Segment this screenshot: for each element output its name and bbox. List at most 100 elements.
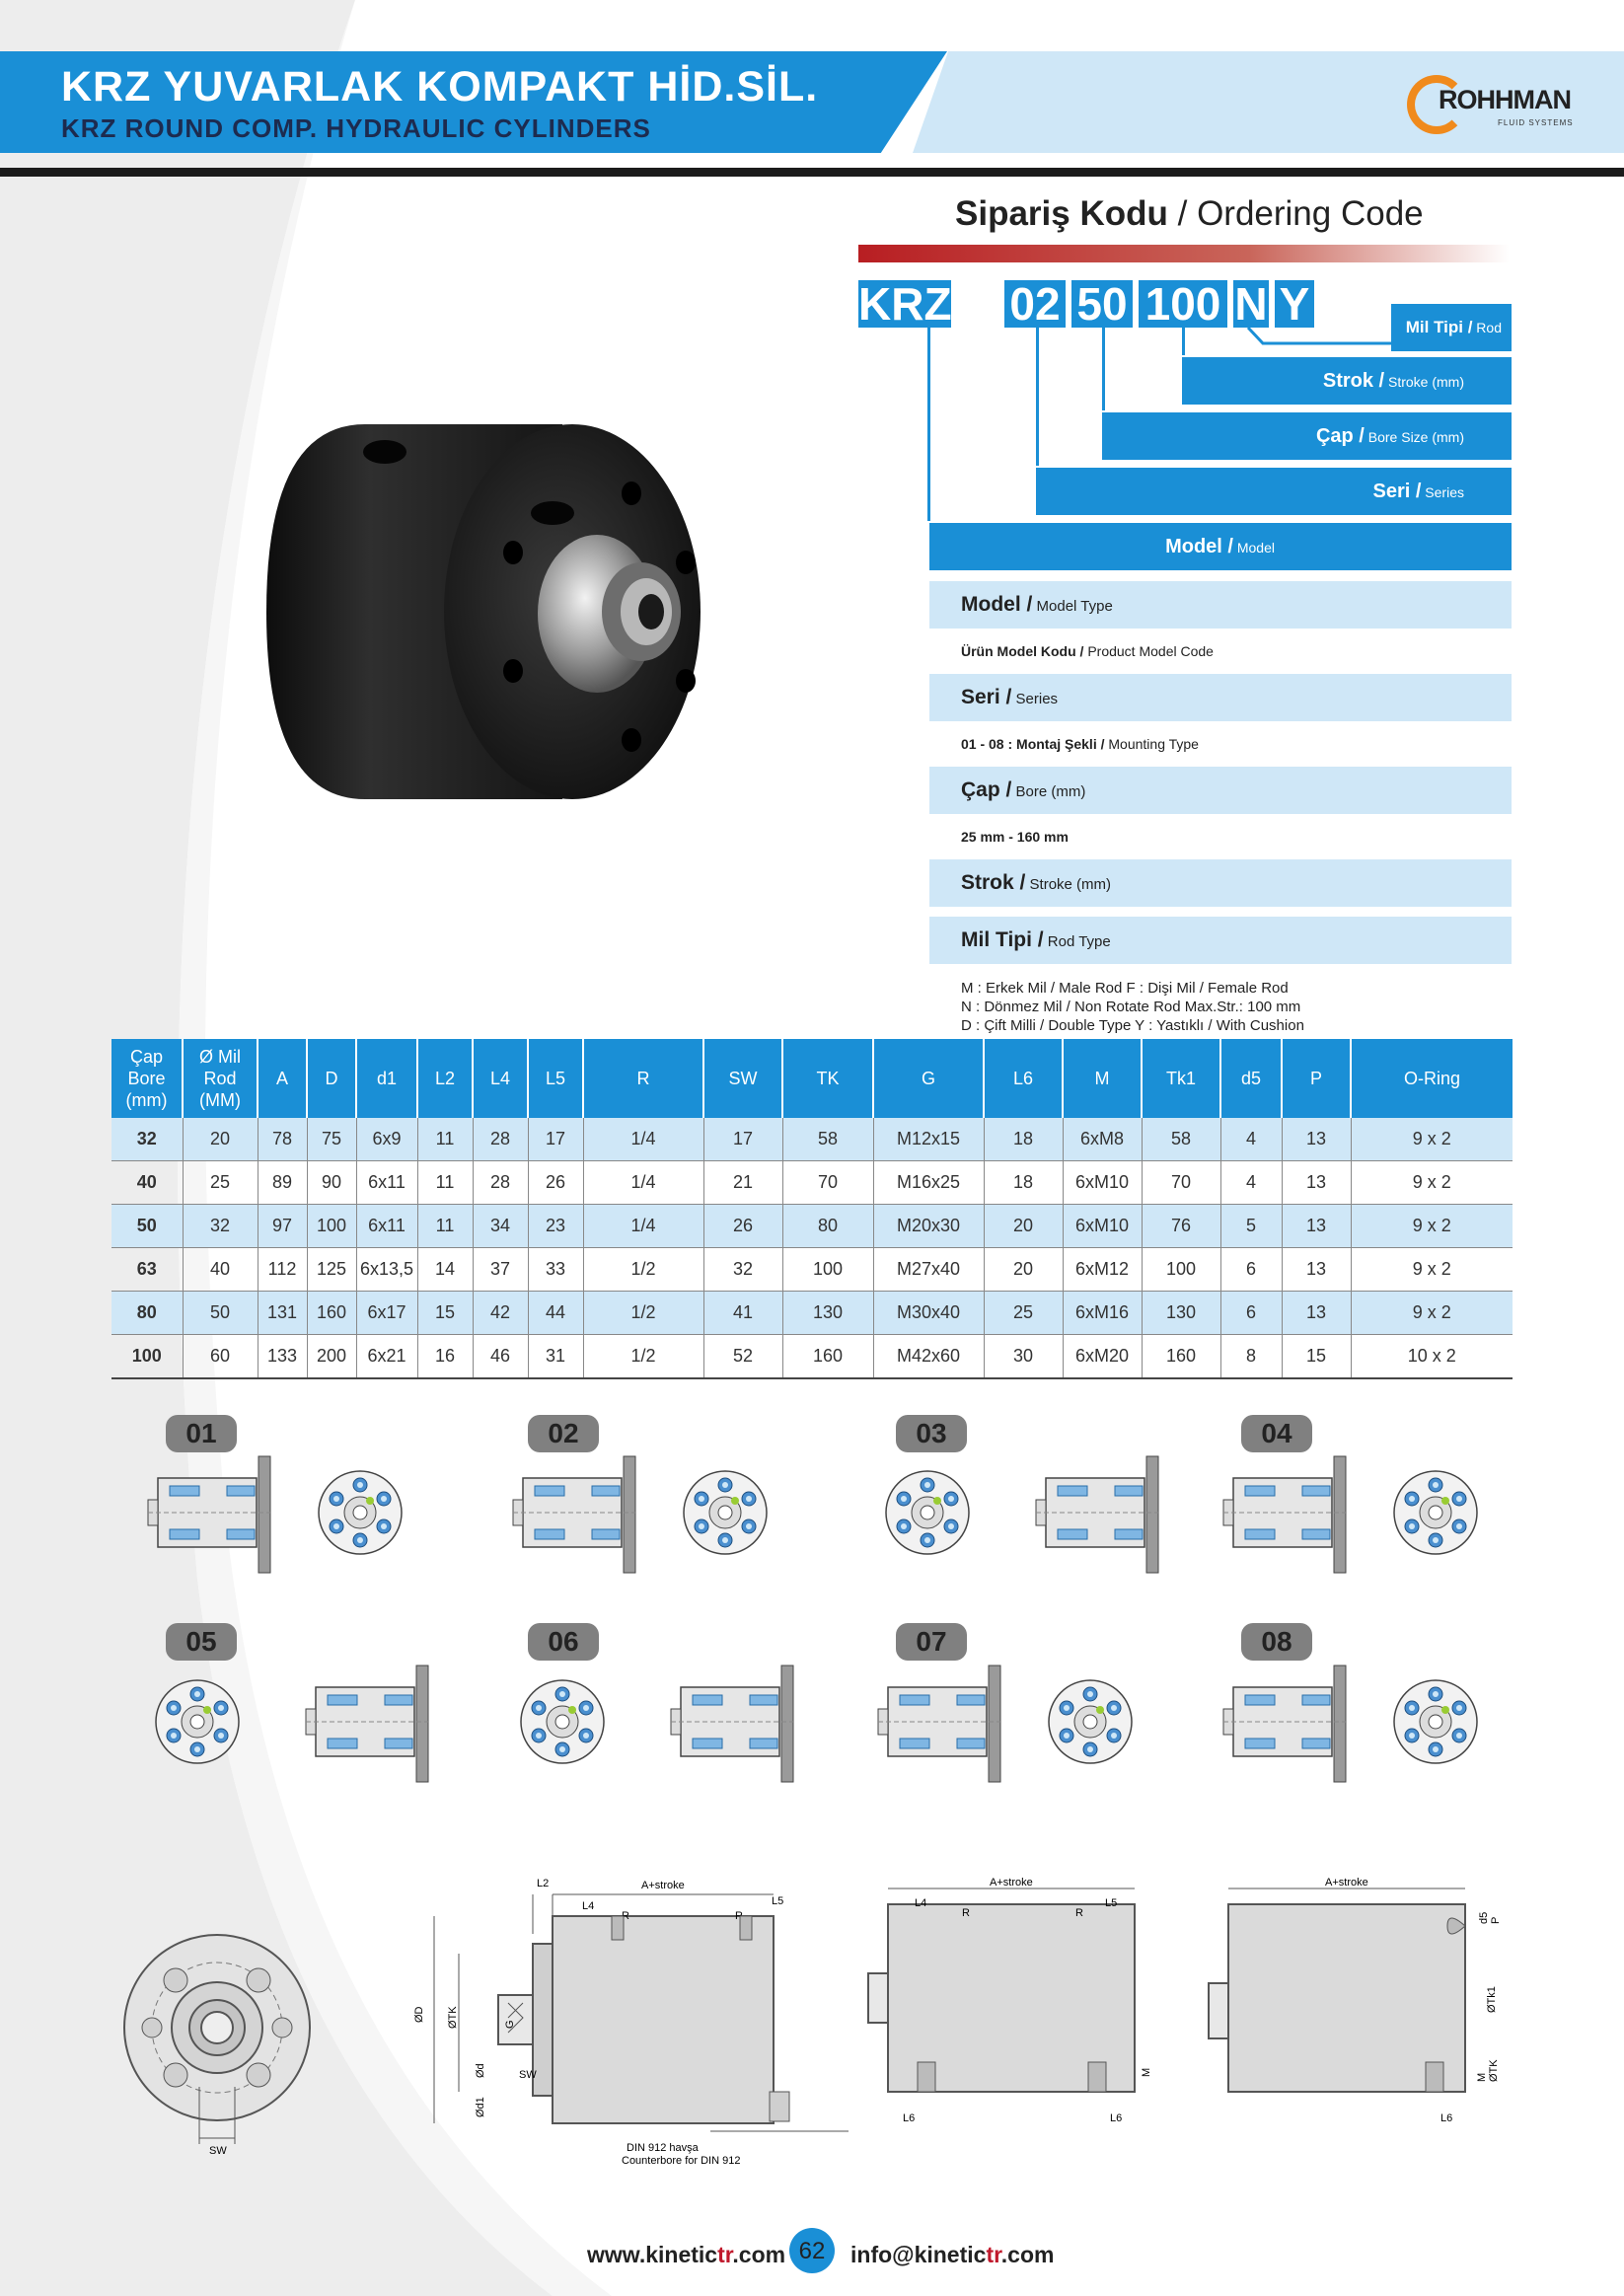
table-cell: 50 (182, 1291, 258, 1335)
spec-stroke-tr: Strok / (961, 871, 1026, 894)
dim-g: G (504, 2020, 516, 2029)
mount-type-02: 02 (528, 1415, 599, 1452)
table-header-cell: G (872, 1039, 984, 1118)
table-cell: 33 (527, 1247, 583, 1292)
note-counterbore-tr: DIN 912 havşa (627, 2142, 700, 2154)
table-cell: 40 (111, 1160, 183, 1205)
table-cell: 63 (111, 1247, 183, 1292)
table-cell: 32 (702, 1247, 782, 1292)
label-rod-tr: Mil Tipi / (1405, 318, 1473, 336)
table-cell: 75 (306, 1118, 356, 1161)
table-cell: 20 (983, 1247, 1063, 1292)
table-cell: 6xM8 (1062, 1118, 1142, 1161)
side-view-drawing-3: A+stroke d5 P ØTk1 M ØTK L6 (1208, 1877, 1502, 2124)
table-header-cell: d1 (355, 1039, 417, 1118)
table-cell: 13 (1281, 1118, 1351, 1161)
table-cell: 10 x 2 (1350, 1334, 1513, 1379)
mounting-drawing-6 (520, 1665, 794, 1783)
leader-bore (1102, 328, 1105, 410)
table-cell: 8 (1219, 1334, 1282, 1379)
spec-rod-type: Mil Tipi / Rod Type (929, 917, 1512, 964)
code-part-model: KRZ (858, 278, 952, 330)
label-bore-tr: Çap / (1315, 425, 1365, 447)
table-cell: 13 (1281, 1291, 1351, 1335)
dim-tk: ØTK (447, 2006, 459, 2029)
dim-m: M (1141, 2068, 1152, 2077)
footer-email[interactable]: info@kinetictr.com (850, 2242, 1054, 2268)
label-series-en: Series (1421, 484, 1464, 500)
mount-type-06: 06 (528, 1623, 599, 1661)
mount-type-05: 05 (166, 1623, 237, 1661)
table-cell: 40 (182, 1247, 258, 1292)
dim-d: ØD (414, 2006, 425, 2023)
spec-bore-tr: Çap / (961, 778, 1012, 801)
table-cell: 11 (416, 1160, 473, 1205)
table-cell: 78 (257, 1118, 307, 1161)
dim-a-stroke: A+stroke (1325, 1877, 1368, 1889)
code-part-stroke: 100 (1139, 280, 1227, 328)
table-cell: 4 (1219, 1160, 1282, 1205)
spec-model-tr: Model / (961, 593, 1033, 616)
table-cell: 13 (1281, 1247, 1351, 1292)
table-cell: 6x9 (355, 1118, 417, 1161)
table-cell: 50 (111, 1204, 183, 1248)
table-cell: 9 x 2 (1350, 1247, 1513, 1292)
legend-line: M : Erkek Mil / Male Rod F : Dişi Mil / … (961, 980, 1289, 997)
dim-m: M (1476, 2073, 1488, 2082)
table-cell: 1/4 (582, 1118, 703, 1161)
table-cell: 60 (182, 1334, 258, 1379)
footer-web-post: .com (732, 2242, 786, 2267)
table-cell: 58 (781, 1118, 873, 1161)
page-number: 62 (789, 2228, 835, 2273)
table-cell: 133 (257, 1334, 307, 1379)
table-cell: 1/2 (582, 1291, 703, 1335)
dim-a-stroke: A+stroke (990, 1877, 1033, 1889)
table-cell: M30x40 (872, 1291, 984, 1335)
header-banner-light (913, 51, 1624, 153)
table-header-cell: L4 (472, 1039, 528, 1118)
table-cell: 130 (781, 1291, 873, 1335)
table-cell: 18 (983, 1160, 1063, 1205)
table-cell: 13 (1281, 1160, 1351, 1205)
mounting-drawing-8 (1222, 1665, 1478, 1783)
table-header-cell: TK (781, 1039, 873, 1118)
table-cell: M16x25 (872, 1160, 984, 1205)
table-header-cell: R (582, 1039, 703, 1118)
table-cell: 6 (1219, 1247, 1282, 1292)
table-cell: 37 (472, 1247, 528, 1292)
table-cell: 25 (182, 1160, 258, 1205)
dim-l6: L6 (1110, 2112, 1122, 2124)
table-cell: 9 x 2 (1350, 1204, 1513, 1248)
ordering-title-en: Ordering Code (1197, 194, 1424, 233)
table-cell: 13 (1281, 1204, 1351, 1248)
spec-model: Model / Model Type (929, 581, 1512, 629)
table-cell: 160 (306, 1291, 356, 1335)
table-cell: 100 (111, 1334, 183, 1379)
table-cell: 1/4 (582, 1204, 703, 1248)
label-stroke-tr: Strok / (1322, 370, 1385, 392)
legend-line: N : Dönmez Mil / Non Rotate Rod Max.Str.… (961, 999, 1301, 1015)
table-cell: 90 (306, 1160, 356, 1205)
dim-l6: L6 (1440, 2112, 1452, 2124)
spec-stroke-en: Stroke (mm) (1025, 876, 1112, 893)
mount-type-01: 01 (166, 1415, 237, 1452)
table-cell: 28 (472, 1160, 528, 1205)
dim-d5: d5 (1478, 1912, 1490, 1924)
label-rod-type: Mil Tipi / Rod (1391, 304, 1512, 351)
logo-subtext: FLUID SYSTEMS (1498, 118, 1574, 127)
footer-website[interactable]: www.kinetictr.com (587, 2242, 785, 2268)
note-counterbore-en: Counterbore for DIN 912 (622, 2155, 740, 2167)
dim-l6: L6 (903, 2112, 915, 2124)
spec-rod-en: Rod Type (1043, 933, 1111, 950)
table-cell: 41 (702, 1291, 782, 1335)
table-cell: 14 (416, 1247, 473, 1292)
dim-r: R (622, 1910, 629, 1922)
dim-l5: L5 (1105, 1897, 1117, 1909)
code-part-bore: 50 (1071, 280, 1133, 328)
ordering-code-underline (858, 245, 1510, 262)
